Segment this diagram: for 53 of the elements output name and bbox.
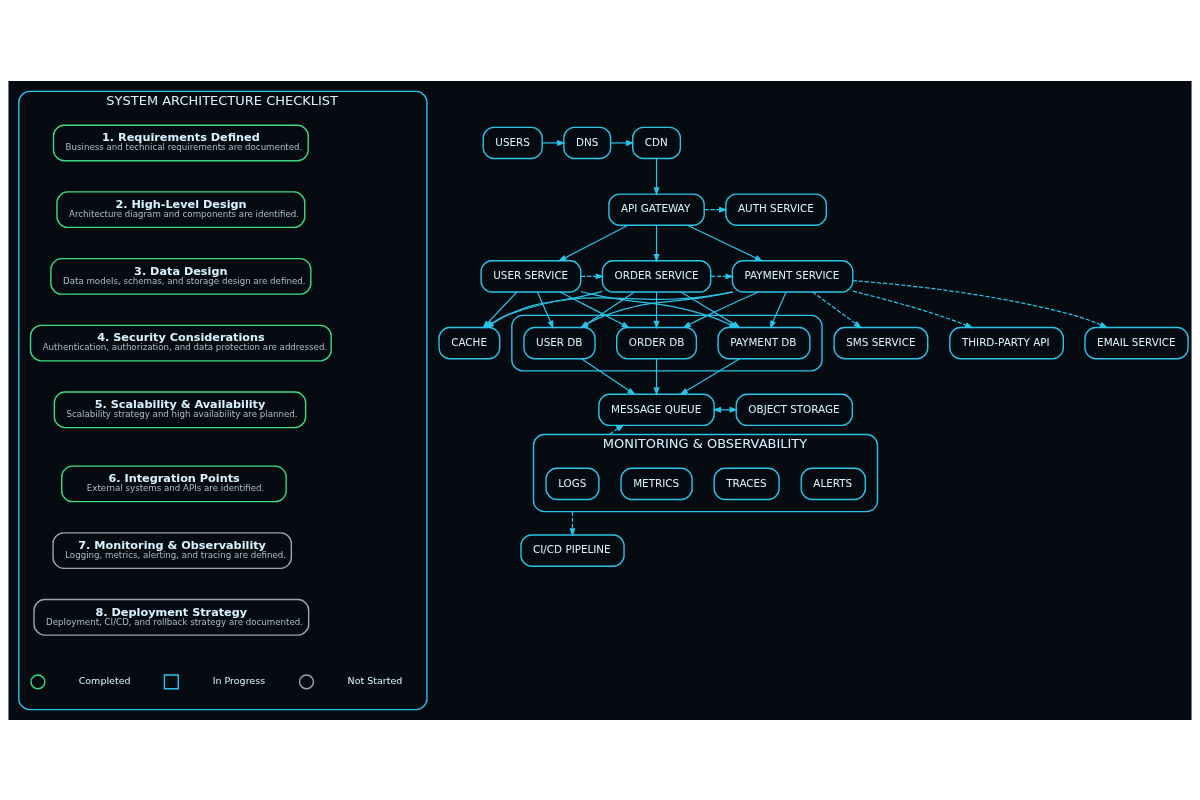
legend-label: In Progress bbox=[212, 674, 266, 686]
arrow bbox=[852, 290, 974, 328]
arrow bbox=[557, 224, 629, 262]
arrow bbox=[686, 224, 764, 261]
node-box: 8. Deployment Strategy Deployment, CI/CD, and rollback strategy are documented. bbox=[33, 598, 310, 636]
node-box: 3. Data Design Data models, schemas, and storage design are defined. bbox=[50, 257, 312, 295]
node-box: LOGS bbox=[545, 467, 600, 500]
arrow bbox=[710, 272, 734, 279]
node-box: EMAIL SERVICE bbox=[1084, 326, 1189, 359]
node-box: API GATEWAY bbox=[608, 192, 705, 226]
node-box: USERS bbox=[482, 126, 543, 159]
node-box: CDN bbox=[632, 126, 682, 159]
arrow bbox=[703, 206, 728, 213]
node-box: USER SERVICE bbox=[480, 259, 582, 293]
arrow bbox=[653, 290, 660, 329]
node-box: PAYMENT DB bbox=[717, 326, 811, 359]
cluster bbox=[511, 314, 823, 371]
node-box: AUTH SERVICE bbox=[725, 192, 828, 226]
arrow bbox=[580, 272, 605, 279]
node-box: 4. Security Considerations Authentication, authorization, and data protection are addressed. bbox=[29, 324, 332, 362]
node-box: CI/CD PIPELINE bbox=[520, 533, 625, 567]
node-box: OBJECT STORAGE bbox=[735, 393, 854, 426]
arrow bbox=[653, 157, 660, 196]
arrow bbox=[653, 224, 660, 262]
node-box: SMS SERVICE bbox=[833, 326, 929, 359]
arrow bbox=[541, 139, 566, 146]
arrow bbox=[569, 510, 576, 537]
node-box: 5. Scalability & Availability Scalability strategy and high availability are planned. bbox=[53, 390, 307, 428]
node-box: 2. High-Level Design Architecture diagram and components are identified. bbox=[56, 190, 306, 228]
node-box: ORDER SERVICE bbox=[601, 259, 712, 293]
node-box: 1. Requirements Defined Business and technical requirements are documented. bbox=[52, 124, 309, 161]
arrow bbox=[769, 290, 787, 329]
node-box: METRICS bbox=[620, 467, 693, 500]
arrow bbox=[580, 357, 636, 395]
node-box: TRACES bbox=[713, 467, 780, 500]
node-box: PAYMENT SERVICE bbox=[731, 259, 854, 293]
arrow bbox=[812, 290, 863, 328]
node-box: MESSAGE QUEUE bbox=[598, 393, 715, 426]
node-box: CACHE bbox=[438, 326, 501, 359]
arrow bbox=[536, 290, 554, 329]
arrow bbox=[609, 424, 625, 435]
arrow bbox=[610, 139, 635, 146]
node-box: 6. Integration Points External systems and APIs are identified. bbox=[61, 464, 287, 502]
node-box: USER DB bbox=[523, 326, 596, 359]
node-box: ALERTS bbox=[800, 467, 867, 500]
arrow bbox=[653, 357, 660, 396]
node-box: THIRD-PARTY API bbox=[949, 326, 1065, 359]
legend-label: Not Started bbox=[347, 674, 403, 686]
node-box: DNS bbox=[563, 126, 612, 159]
legend-label: Completed bbox=[78, 674, 131, 686]
node-box: ORDER DB bbox=[616, 326, 698, 359]
arrow bbox=[852, 279, 1109, 328]
node-box: 7. Monitoring & Observability Logging, metrics, alerting, and tracing are defined. bbox=[52, 531, 293, 569]
